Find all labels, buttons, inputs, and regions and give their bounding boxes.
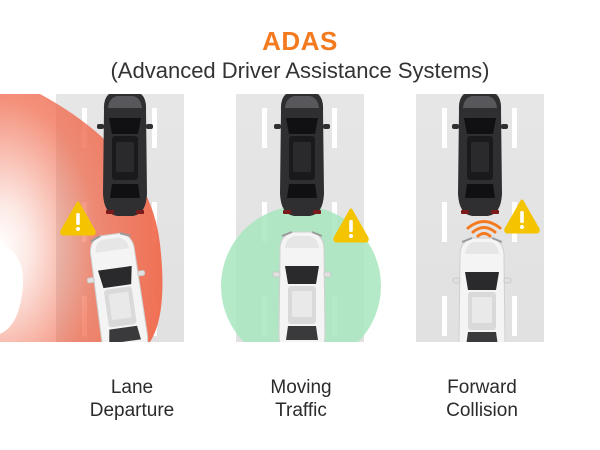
car-ahead-dark (273, 94, 331, 217)
caption-line: Moving (270, 377, 332, 398)
adas-illustration (0, 94, 600, 342)
caption-line: Traffic (275, 400, 327, 421)
panel-moving-traffic (221, 94, 381, 342)
car-ahead-dark (96, 94, 154, 217)
caption-line: Lane (110, 377, 154, 398)
radar-signal-icon (466, 220, 502, 238)
caption-lane-departure: Lane Departure (57, 376, 207, 422)
car-ego-light (452, 237, 512, 342)
caption-forward-collision: Forward Collision (407, 376, 557, 422)
panel-lane-departure (0, 94, 184, 342)
caption-moving-traffic: Moving Traffic (226, 376, 376, 422)
caption-line: Forward (447, 377, 517, 398)
panel-forward-collision (416, 94, 544, 342)
page-subtitle: (Advanced Driver Assistance Systems) (110, 58, 490, 83)
car-ego-light (272, 231, 332, 342)
page-title: ADAS (262, 26, 338, 56)
caption-line: Departure (89, 400, 175, 421)
lane-departure-cutout (0, 244, 24, 334)
car-ahead-dark (451, 94, 509, 217)
caption-line: Collision (446, 400, 518, 421)
